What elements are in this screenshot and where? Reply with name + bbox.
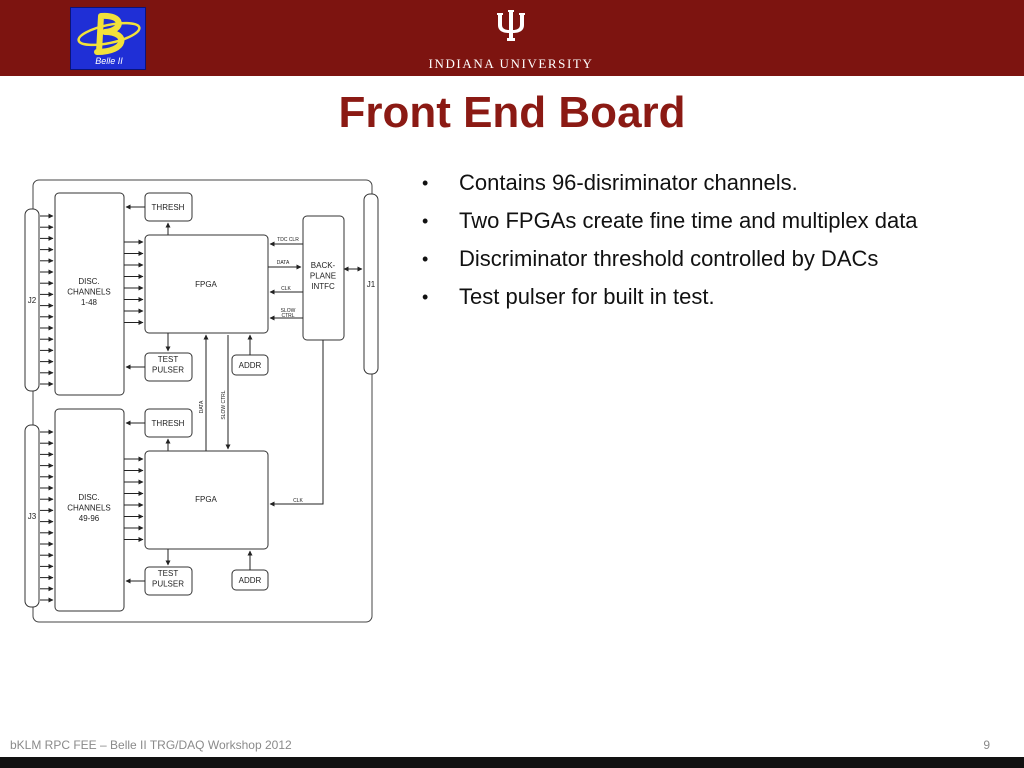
fpga-label-bottom: FPGA (195, 495, 217, 504)
j2-connector (24, 208, 40, 392)
data-signal-label: DATA (277, 260, 290, 266)
page-title: Front End Board (338, 88, 686, 137)
j3-connector (24, 424, 40, 608)
thresh-label-top: THRESH (152, 203, 185, 212)
j3-label: J3 (28, 512, 37, 521)
disc-block-1-48 (54, 192, 125, 396)
bullet-text: Discriminator threshold controlled by DA… (459, 246, 879, 271)
header-bar: Belle II INDIANA UNIVERSITY (0, 0, 1024, 76)
board-outline (32, 179, 373, 623)
bullet-text: Two FPGAs create fine time and multiplex… (459, 208, 918, 233)
bullet-dot: • (422, 249, 429, 269)
tdc-clr-label: TDC CLR (277, 237, 299, 243)
clk-bottom-label: CLK (293, 498, 303, 504)
university-name: INDIANA UNIVERSITY (428, 56, 594, 71)
disc-block-49-96 (54, 408, 125, 612)
belle-ii-logo: Belle II (70, 7, 146, 70)
addr-label-bottom: ADDR (239, 576, 262, 585)
addr-label-top: ADDR (239, 361, 262, 370)
iu-trident-icon (497, 10, 525, 41)
j2-label: J2 (28, 296, 37, 305)
j1-connector (363, 193, 379, 375)
bullet-item: • Two FPGAs create fine time and multiple… (420, 208, 980, 234)
bottom-bar (0, 757, 1024, 768)
data-vertical-label: DATA (199, 400, 205, 413)
bullet-item: • Discriminator threshold controlled by D… (420, 246, 980, 272)
bullet-text: Contains 96-disriminator channels. (459, 170, 798, 195)
channel-input-arrows-49-96 (40, 429, 54, 603)
thresh-label-bottom: THRESH (152, 419, 185, 428)
fpga-label-top: FPGA (195, 280, 217, 289)
slow-ctrl-vertical-label: SLOW CTRL (221, 390, 227, 419)
bullet-list: • Contains 96-disriminator channels. • Two … (420, 170, 980, 322)
clk-bottom-link (269, 340, 324, 507)
j1-label: J1 (367, 280, 376, 289)
footer-text: bKLM RPC FEE – Belle II TRG/DAQ Workshop… (10, 738, 292, 752)
bullet-item: • Test pulser for built in test. (420, 284, 980, 310)
bullet-item: • Contains 96-disriminator channels. (420, 170, 980, 196)
bullet-text: Test pulser for built in test. (459, 284, 715, 309)
channel-input-arrows-1-48 (40, 213, 54, 387)
fpga-block-top (144, 234, 269, 334)
clk-signal-label: CLK (281, 286, 291, 292)
bullet-dot: • (422, 287, 429, 307)
bullet-dot: • (422, 211, 429, 231)
disc-to-fpga-arrows-1 (124, 239, 144, 325)
page-number: 9 (983, 738, 990, 752)
bullet-dot: • (422, 173, 429, 193)
logo-text: Belle II (95, 56, 123, 66)
disc-to-fpga-arrows-2 (124, 456, 144, 542)
